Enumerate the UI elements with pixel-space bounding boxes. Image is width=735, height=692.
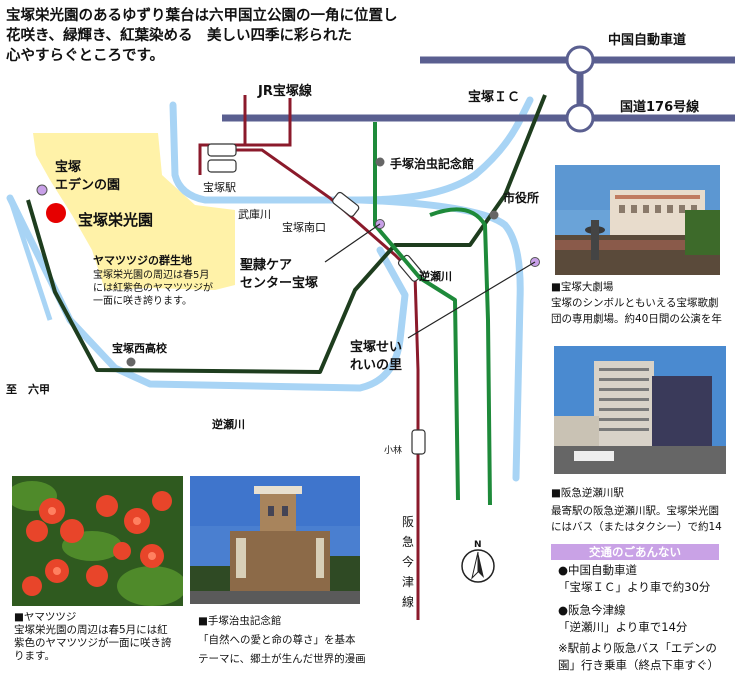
tezuka-caption: ■手塚治虫記念館 「自然への愛と命の尊さ」を基本 テーマに、郷土が生んだ世界的漫… — [198, 612, 373, 669]
access-bus-line2: 園」行き乗車（終点下車すぐ） — [558, 658, 719, 672]
intro-line-3: 心やすらぐところです。 — [6, 48, 165, 64]
route-north — [373, 122, 460, 501]
theater-caption-line2: 団の専用劇場。約40日間の公演を年 — [551, 313, 722, 325]
theater-caption-line1: 宝塚のシンボルともいえる宝塚歌劇 — [551, 297, 719, 309]
label-azalea-line1: 宝塚栄光園の周辺は春5月 — [93, 270, 210, 281]
access-car-detail: 「宝塚ＩＣ」より車で約30分 — [558, 580, 711, 594]
label-garden-line2: エデンの園 — [55, 178, 121, 193]
label-nishi-high: 宝塚西高校 — [112, 342, 167, 355]
theater-photo — [555, 165, 720, 275]
label-azalea-title: ヤマツツジの群生地 — [93, 254, 192, 267]
label-takarazuka-station: 宝塚駅 — [203, 181, 236, 194]
poi-dot — [126, 357, 136, 367]
label-route176: 国道176号線 — [620, 100, 700, 115]
label-city-hall: 市役所 — [503, 191, 540, 205]
label-eikoen: 宝塚栄光園 — [78, 211, 154, 229]
label-chugoku-expressway: 中国自動車道 — [608, 33, 687, 48]
compass-north: N — [474, 540, 482, 550]
theater-caption-title: ■宝塚大劇場 — [551, 281, 614, 293]
poi-dot — [375, 157, 385, 167]
hankyu-line — [220, 148, 420, 620]
azalea-photo — [12, 476, 183, 606]
route-loop — [429, 207, 492, 506]
compass — [461, 549, 495, 583]
label-azalea-line3: 一面に咲き誇ります。 — [93, 296, 192, 307]
eikoen-area — [33, 133, 235, 290]
label-sakasegawa-station: 逆瀬川 — [419, 270, 452, 283]
label-seirei-sato-line2: れいの里 — [350, 358, 403, 373]
access-info: ●中国自動車道 「宝塚ＩＣ」より車で約30分 ●阪急今津線 「逆瀬川」より車で1… — [558, 562, 733, 674]
sakasegawa-caption-line2: にはバス（またはタクシー）で約14 — [551, 521, 722, 533]
sakasegawa-river — [6, 194, 409, 392]
label-mukogawa: 武庫川 — [238, 208, 271, 221]
azalea-caption-line2: 紫色のヤマツツジが一面に咲き誇 — [14, 637, 172, 649]
access-car-title: ●中国自動車道 — [558, 563, 638, 577]
mukogawa-river — [169, 96, 534, 204]
label-seirei-care-line2: センター宝塚 — [240, 276, 319, 291]
label-seirei-care-line1: 聖隷ケア — [240, 258, 293, 273]
poi-dot — [36, 184, 48, 196]
azalea-caption-line1: 宝塚栄光園の周辺は春5月には紅 — [14, 624, 168, 636]
poi-dot — [489, 210, 499, 220]
azalea-caption: ■ヤマツツジ 宝塚栄光園の周辺は春5月には紅 紫色のヤマツツジが一面に咲き誇 り… — [14, 611, 189, 663]
access-train-detail: 「逆瀬川」より車で14分 — [558, 620, 688, 634]
label-jr-line: JR宝塚線 — [258, 84, 312, 99]
label-hankyu-line: 阪急今津線 — [402, 515, 415, 609]
sakasegawa-caption-line1: 最寄駅の阪急逆瀬川駅。宝塚栄光園 — [551, 505, 719, 517]
sakasegawa-caption-title: ■阪急逆瀬川駅 — [551, 487, 624, 499]
label-garden-line1: 宝塚 — [55, 160, 82, 175]
jr-line-east — [245, 98, 292, 147]
tezuka-caption-line2: テーマに、郷土が生んだ世界的漫画 — [198, 653, 366, 665]
access-bus-line1: ※駅前より阪急バス「エデンの — [558, 641, 717, 655]
azalea-caption-line3: ります。 — [14, 650, 55, 662]
access-banner: 交通のごあんない — [551, 544, 719, 560]
sakasegawa-caption: ■阪急逆瀬川駅 最寄駅の阪急逆瀬川駅。宝塚栄光園 にはバス（またはタクシー）で約… — [551, 485, 726, 535]
azalea-caption-title: ■ヤマツツジ — [14, 611, 77, 623]
intro-line-2: 花咲き、緑輝き、紅葉染める 美しい四季に彩られた — [6, 28, 352, 44]
intro-line-1: 宝塚栄光園のあるゆずり葉台は六甲国立公園の一角に位置し — [6, 8, 398, 24]
label-seirei-sato-line1: 宝塚せい — [350, 340, 403, 355]
label-takarazuka-ic: 宝塚ＩＣ — [468, 90, 521, 105]
eikoen-marker — [46, 203, 66, 223]
label-takarazuka-minamiguchi: 宝塚南口 — [282, 221, 326, 234]
label-obayashi: 小林 — [384, 446, 403, 456]
label-azalea-line2: には紅紫色のヤマツツジが — [93, 283, 213, 294]
tezuka-museum-photo — [190, 476, 360, 604]
sakasegawa-station-photo — [554, 346, 726, 474]
tezuka-caption-line1: 「自然への愛と命の尊さ」を基本 — [198, 634, 356, 646]
label-tezuka-museum: 手塚治虫記念館 — [390, 157, 475, 171]
west-creek — [7, 197, 53, 321]
label-to-rokko: 至 六甲 — [6, 383, 50, 396]
label-sakasegawa-river: 逆瀬川 — [212, 418, 245, 431]
tezuka-caption-title: ■手塚治虫記念館 — [198, 615, 282, 627]
access-train-title: ●阪急今津線 — [558, 603, 626, 617]
theater-caption: ■宝塚大劇場 宝塚のシンボルともいえる宝塚歌劇 団の専用劇場。約40日間の公演を… — [551, 279, 726, 327]
mukogawa-river-south — [356, 196, 524, 482]
